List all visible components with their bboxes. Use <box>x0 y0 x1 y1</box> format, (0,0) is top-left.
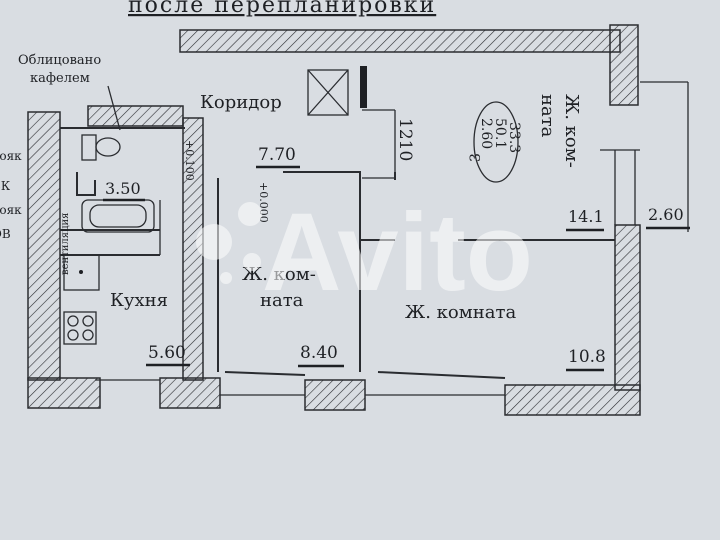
room-right-name-line1: Ж. ком- <box>561 94 582 168</box>
dimension-1210: 1210 <box>395 118 415 161</box>
room-right-area: 14.1 <box>568 207 604 226</box>
top-wall <box>179 29 621 53</box>
kitchen-area: 5.60 <box>148 343 186 363</box>
totals-circle <box>473 101 519 183</box>
walls <box>27 24 641 416</box>
toilet-tank <box>81 134 97 161</box>
toilet-icon <box>95 137 121 157</box>
room-middle-area: 8.40 <box>300 343 338 363</box>
bottom-wall-center <box>304 379 366 411</box>
total-line2: 50.1 <box>492 118 508 149</box>
ventilation-note: вентиляция <box>60 213 71 275</box>
corridor-name: Коридор <box>200 92 282 113</box>
right-wall <box>614 224 641 391</box>
door-jamb <box>360 66 367 108</box>
room-middle-name-line1: Ж. ком- <box>242 264 316 285</box>
room-right-name-line2: ната <box>537 94 558 138</box>
duct-box <box>307 69 349 116</box>
total-line3: 2.60 <box>478 118 494 149</box>
tile-note-leader <box>107 85 121 131</box>
sink-icon <box>63 254 100 291</box>
bathroom-area: 3.50 <box>105 179 141 198</box>
riser-vk-line2: ВК <box>0 179 11 193</box>
riser-pipe-icon <box>76 172 96 196</box>
level-bath: +0.100 <box>183 140 196 181</box>
totals-stamp: 3 33.3 50.1 2.60 <box>468 101 522 183</box>
stove-icon <box>63 311 97 345</box>
bottom-wall-left <box>27 377 101 409</box>
balcony-area: 2.60 <box>648 205 684 224</box>
plan-title: после перепланировки <box>128 0 436 18</box>
kitchen-top-wall <box>87 105 184 127</box>
tile-note-line2: кафелем <box>30 71 90 86</box>
fixtures <box>63 134 155 345</box>
corridor-area: 7.70 <box>258 145 296 165</box>
total-line1: 33.3 <box>506 122 522 153</box>
room-large-area: 10.8 <box>568 347 606 367</box>
left-wall <box>27 111 61 381</box>
top-wall-right-pillar <box>609 24 639 106</box>
riser-ov-line2: ОВ <box>0 227 11 241</box>
avito-watermark: Avito <box>196 191 533 314</box>
total-prefix: 3 <box>468 153 484 162</box>
bottom-wall-middle <box>159 377 221 409</box>
kitchen-name: Кухня <box>110 290 168 311</box>
riser-ov-line1: стояк <box>0 203 22 217</box>
room-large-name: Ж. комната <box>405 302 516 323</box>
interior-lines <box>60 66 689 396</box>
riser-vk-line1: стояк <box>0 149 22 163</box>
watermark-text: Avito <box>262 191 533 314</box>
tile-note-line1: Облицовано <box>18 53 101 68</box>
room-middle-name-line2: ната <box>260 290 304 311</box>
